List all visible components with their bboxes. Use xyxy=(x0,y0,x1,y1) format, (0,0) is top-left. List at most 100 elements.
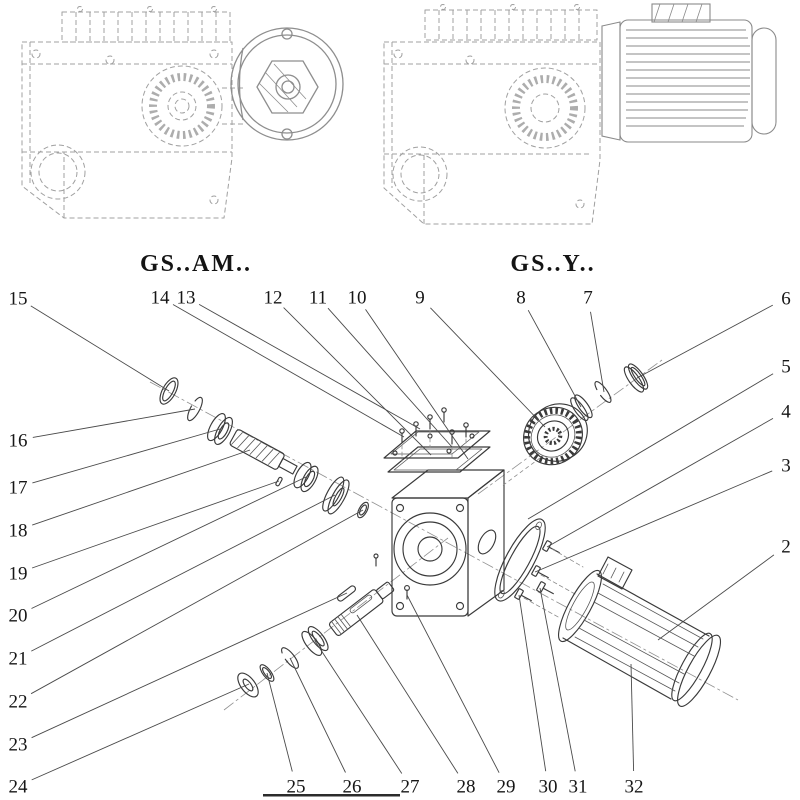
part-8-ring xyxy=(570,394,593,422)
callout-6: 6 xyxy=(636,289,791,379)
part-27-bearing xyxy=(301,626,329,656)
callout-27: 27 xyxy=(314,640,420,798)
callout-7: 7 xyxy=(583,288,605,393)
callout-number: 14 xyxy=(151,288,171,309)
part-28-output-shaft xyxy=(328,581,395,636)
part-19-pin xyxy=(275,476,283,487)
part-18-worm-shaft xyxy=(229,429,298,475)
callout-12: 12 xyxy=(264,288,432,456)
callout-15: 15 xyxy=(9,289,170,392)
callout-29: 29 xyxy=(406,594,516,798)
cover-gasket xyxy=(387,446,491,473)
callout-leader-line xyxy=(356,614,459,774)
callout-21: 21 xyxy=(9,494,336,670)
callout-number: 12 xyxy=(264,288,283,309)
callout-leader-line xyxy=(327,307,453,448)
callout-30: 30 xyxy=(518,594,558,798)
callout-10: 10 xyxy=(348,288,469,460)
callout-leader-line xyxy=(172,304,405,438)
callout-leader-line xyxy=(636,304,774,379)
callout-3: 3 xyxy=(534,456,791,573)
callout-leader-line xyxy=(31,480,280,569)
am-output-flange xyxy=(230,27,344,141)
callout-leader-line xyxy=(590,311,605,393)
callout-25: 25 xyxy=(266,672,306,798)
callout-2: 2 xyxy=(657,537,791,641)
callout-26: 26 xyxy=(289,657,362,798)
callout-number: 18 xyxy=(9,521,28,542)
callout-leader-line xyxy=(406,594,500,773)
callout-number: 23 xyxy=(9,735,28,756)
y-motor-drawing xyxy=(601,3,777,143)
callout-number: 17 xyxy=(9,478,28,499)
callout-number: 6 xyxy=(781,289,791,310)
callout-18: 18 xyxy=(9,449,251,542)
callout-leader-line xyxy=(31,476,307,609)
callout-leader-line xyxy=(527,309,582,408)
callout-32: 32 xyxy=(625,663,644,798)
callout-leader-line xyxy=(31,683,250,781)
callout-8: 8 xyxy=(516,288,582,408)
callout-number: 20 xyxy=(9,606,28,627)
part-17-bearing xyxy=(207,413,233,445)
callout-leader-line xyxy=(283,307,432,456)
callout-leader-line xyxy=(365,309,469,460)
callout-number: 31 xyxy=(569,777,588,798)
callout-17: 17 xyxy=(9,428,221,499)
part-25-ring xyxy=(259,664,275,682)
part-29-screw xyxy=(404,585,410,600)
callout-leader-line xyxy=(527,373,774,520)
callout-leader-line xyxy=(314,640,403,774)
callout-number: 4 xyxy=(781,402,791,423)
callout-leader-line xyxy=(289,657,346,773)
center-axes xyxy=(149,359,739,711)
callout-number: 32 xyxy=(625,777,644,798)
callout-number: 29 xyxy=(497,777,516,798)
callout-leader-line xyxy=(546,418,774,548)
callout-number: 10 xyxy=(348,288,367,309)
callout-leader-line xyxy=(30,509,364,695)
callout-leader-line xyxy=(31,592,348,739)
callout-19: 19 xyxy=(9,480,280,585)
callout-leader-line xyxy=(32,428,221,484)
cover-plate xyxy=(383,430,491,459)
callout-number: 30 xyxy=(539,777,558,798)
callout-leader-line xyxy=(30,305,170,392)
housing xyxy=(391,469,505,617)
callout-14: 14 xyxy=(151,288,405,438)
callout-leader-line xyxy=(32,408,196,438)
callout-number: 5 xyxy=(781,357,791,378)
gearbox-am-drawing xyxy=(21,6,246,219)
callout-number: 8 xyxy=(516,288,526,309)
gear-assembly-guide xyxy=(501,457,541,487)
small-screw xyxy=(373,553,379,567)
callout-number: 28 xyxy=(457,777,476,798)
callout-number: 19 xyxy=(9,564,28,585)
callout-leader-line xyxy=(657,554,775,641)
callout-number: 3 xyxy=(781,456,791,477)
callout-4: 4 xyxy=(546,402,791,548)
callout-number: 21 xyxy=(9,649,28,670)
variant-am-label: GS..AM.. xyxy=(140,251,252,277)
part-26-circlip xyxy=(281,647,299,669)
callout-number: 7 xyxy=(583,288,593,309)
callout-28: 28 xyxy=(356,614,476,798)
motor xyxy=(558,556,722,707)
callout-16: 16 xyxy=(9,408,196,452)
callout-leader-line xyxy=(630,663,635,772)
part-20-bearing xyxy=(293,461,319,493)
callout-leader-line xyxy=(534,470,773,573)
output-flange-cover xyxy=(494,518,546,602)
callout-number: 13 xyxy=(177,288,196,309)
callout-leader-line xyxy=(539,587,576,772)
bottom-edge-artifact xyxy=(263,794,400,797)
part-21-washer-disc xyxy=(322,476,350,515)
part-9-gear xyxy=(523,403,588,466)
callout-number: 11 xyxy=(309,288,327,309)
callout-number: 27 xyxy=(401,777,420,798)
variant-y-label: GS..Y.. xyxy=(510,251,595,277)
gearbox-y-drawing xyxy=(383,4,601,225)
callout-number: 15 xyxy=(9,289,28,310)
